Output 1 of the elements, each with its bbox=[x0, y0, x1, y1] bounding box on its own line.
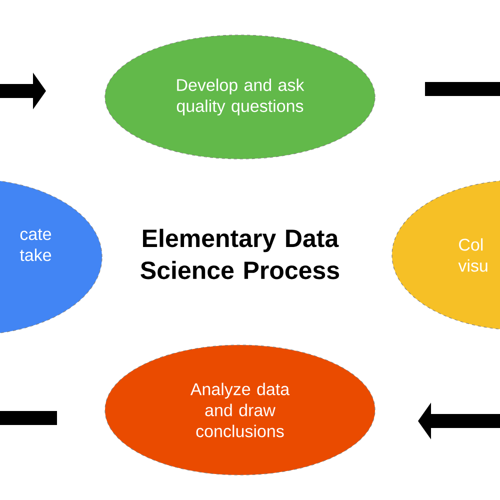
title: Elementary Data Science Process bbox=[140, 228, 340, 280]
